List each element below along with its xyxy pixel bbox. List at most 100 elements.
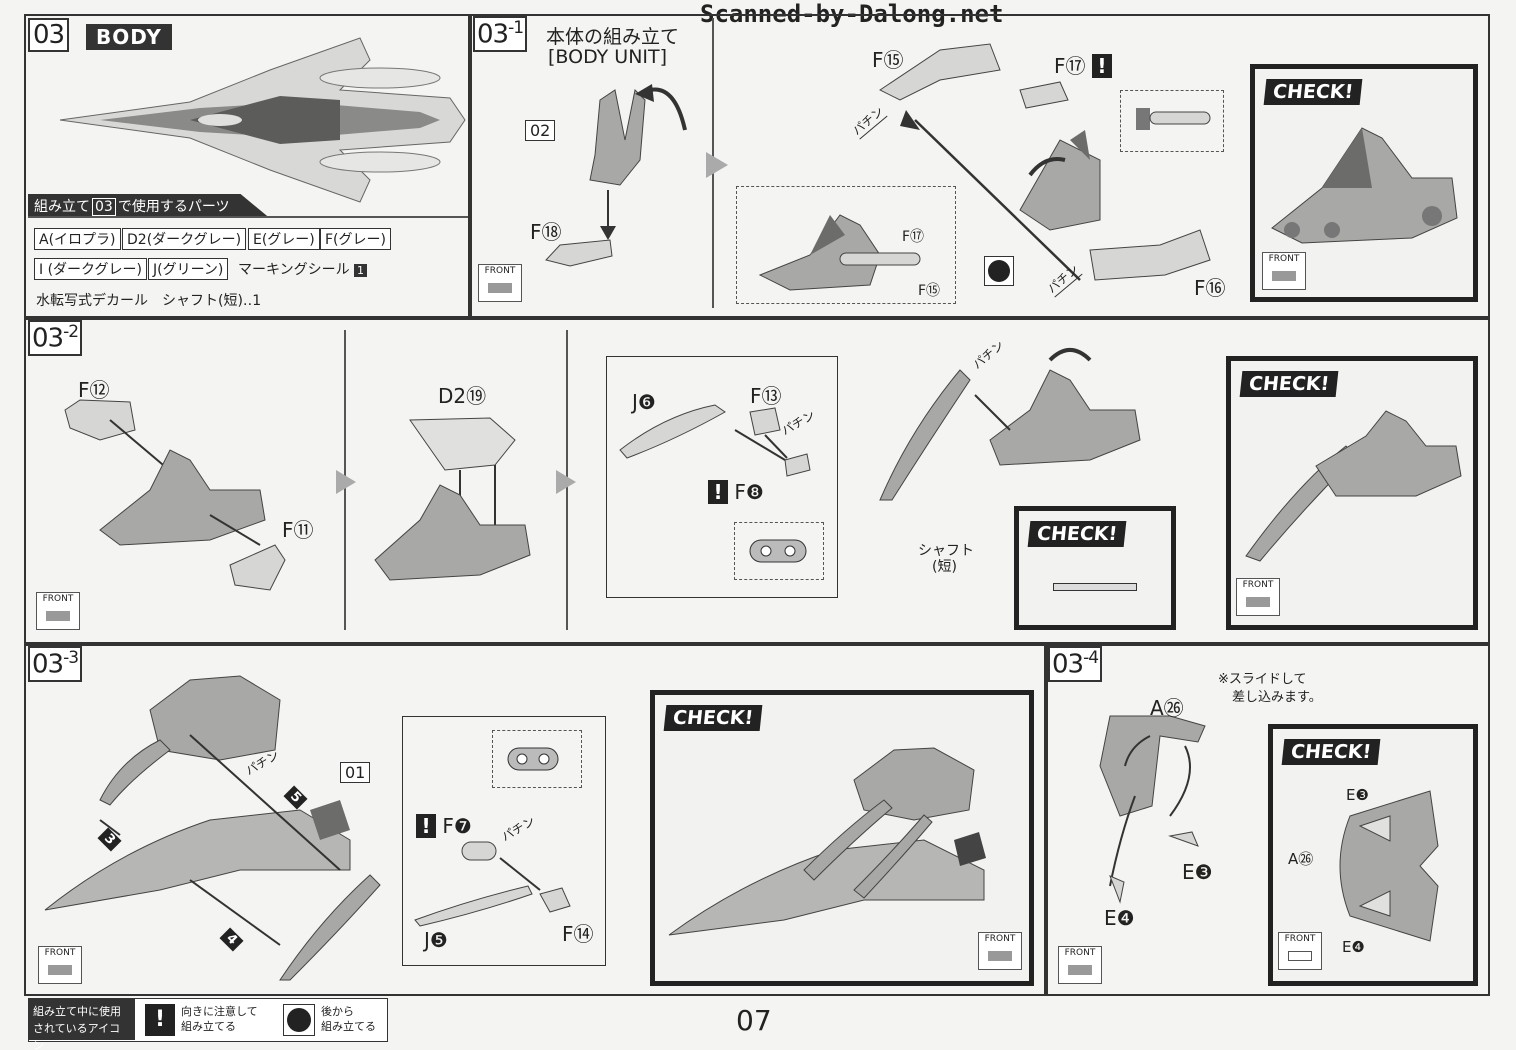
step-03-2-assembly-c: [879, 348, 1141, 501]
front-indicator: FRONT: [36, 592, 80, 630]
step-03-1-inset-shaft: [1120, 90, 1224, 152]
step-03-3-label-f7: ! F❼: [416, 814, 472, 838]
step-03-4-note-1: ※スライドして: [1218, 672, 1307, 687]
shaft-short-render: [1053, 583, 1137, 591]
part-runner-j: J(グリーン): [148, 258, 229, 280]
part-runner-a: A(イロプラ): [34, 228, 121, 250]
step-03-4-assembly: [1099, 715, 1206, 904]
step-03-3-label-f14: F⑭: [562, 922, 594, 946]
icon-legend: 組み立て中に使用 されているアイコン ! 向きに注意して 組み立てる 後から 組…: [28, 998, 388, 1050]
step-03-2-check-render: [1245, 410, 1462, 562]
step-03-1-title-en: [BODY UNIT]: [548, 46, 668, 68]
step-03-1-inset-detail: [736, 186, 956, 304]
part-runner-f: F(グレー): [320, 228, 391, 250]
direction-caution-icon: !: [416, 814, 436, 838]
section-number: 03: [28, 18, 70, 52]
step-03-1-check-render: [1271, 127, 1458, 244]
step-03-1-label-f16: F⑯: [1194, 276, 1226, 300]
step-03-3-assembly: [44, 675, 381, 981]
step-03-2-inset-parts: [619, 404, 811, 477]
step-03-1-panel: [470, 14, 1490, 318]
step-03-2-label-f13: F⑬: [750, 384, 782, 408]
jet-top-view: [59, 37, 466, 203]
step-03-4-check-a26: A㉖: [1288, 850, 1314, 868]
step-03-1-part-f18: [545, 190, 616, 267]
step-03-2-assembly-b: [374, 417, 531, 581]
step-03-2-inset: [606, 356, 838, 598]
part-runner-d2: D2(ダークグレー): [122, 228, 247, 250]
step-03-1-shaft-detail: [1136, 108, 1211, 130]
front-indicator: FRONT: [478, 264, 522, 302]
step-03-4-note-2: 差し込みます。: [1232, 690, 1322, 705]
step-arrow-right: [556, 470, 576, 494]
step-03-2-number: 03-2: [28, 320, 83, 356]
front-indicator: FRONT: [1058, 946, 1102, 984]
step-arrow-right: [336, 470, 356, 494]
step-03-3-check-render: [668, 747, 986, 936]
step-03-4-label-a26: A㉖: [1150, 696, 1184, 720]
step-03-4-panel: [1046, 644, 1490, 996]
step-03-2-shaft-short: (短): [932, 559, 957, 575]
step-03-2-assembly-a: [64, 399, 286, 591]
step-03-1-inset-assembly: [758, 214, 921, 291]
step-03-3-f7-detail: [492, 730, 582, 788]
step-03-4-number: 03-4: [1048, 646, 1103, 682]
front-indicator: FRONT: [1262, 252, 1306, 290]
page-number: 07: [736, 1004, 772, 1037]
step-03-1-label-f15: F⑮: [872, 48, 904, 72]
step-03-1-inset-label-f17: F⑰: [902, 229, 925, 245]
step-03-1-label-f18: F⑱: [530, 220, 562, 244]
legend-title: 組み立て中に使用 されているアイコン: [29, 999, 135, 1050]
assemble-later-icon: [984, 256, 1014, 286]
legend-caution-text: 向きに注意して 組み立てる: [181, 1005, 258, 1033]
step-03-1-part-02: [589, 84, 687, 186]
step-03-4-check-e4: E❹: [1342, 938, 1365, 956]
legend-later-text: 後から 組み立てる: [321, 1005, 376, 1033]
step-03-2-label-f12: F⑫: [78, 378, 110, 402]
step-03-2-f8-detail-shape: [749, 539, 807, 563]
step-03-2-label-f11: F⑪: [282, 518, 314, 542]
step-03-2-label-d2-19: D2⑲: [438, 384, 487, 408]
marking-sticker: マーキングシール 1: [238, 259, 368, 279]
parts-rule: [28, 216, 468, 218]
legend-caution-icon: !: [145, 1004, 175, 1036]
part-runner-e: E(グレー): [248, 228, 320, 250]
part-runner-i: I (ダークグレー): [34, 258, 147, 280]
step-03-3-label-01: 01: [340, 762, 371, 783]
decal-line: 水転写式デカール シャフト(短)‥1: [36, 293, 262, 309]
step-03-3-label-j5: J❺: [424, 928, 448, 952]
step-03-3-inset-parts: [414, 841, 571, 927]
step-03-3-f7-detail-shape: [507, 747, 559, 771]
step-03-1-label-02: 02: [525, 120, 556, 141]
front-indicator: FRONT: [1236, 578, 1280, 616]
step-03-2-shaft-label: シャフト: [918, 543, 974, 559]
step-03-1-number: 03-1: [473, 16, 528, 52]
direction-caution-icon: !: [708, 480, 728, 504]
step-03-2-f8-detail: [734, 522, 824, 580]
step-03-4-label-e3: E❸: [1182, 860, 1213, 884]
step-03-3-panel: [24, 644, 1046, 996]
step-03-2-label-j6: J❻: [632, 390, 656, 414]
step-03-3-inset: [402, 716, 606, 966]
body-panel: [24, 14, 470, 318]
front-indicator: FRONT: [38, 946, 82, 984]
step-03-2-panel: [24, 318, 1490, 644]
front-indicator: FRONT: [978, 932, 1022, 970]
section-title: BODY: [86, 24, 172, 50]
step-arrow-right: [706, 152, 728, 178]
step-03-1-inset-label-f15: F⑮: [918, 283, 941, 299]
step-03-4-check-render: [1339, 790, 1439, 942]
step-03-4-label-e4: E❹: [1104, 906, 1135, 930]
front-indicator: FRONT: [1278, 932, 1322, 970]
direction-caution-icon: !: [1091, 54, 1112, 78]
step-03-2-label-f8: ! F❽: [708, 480, 764, 504]
legend-later-icon: [283, 1004, 315, 1036]
step-03-2-shaft-check: CHECK!: [1014, 506, 1176, 630]
step-03-3-number: 03-3: [28, 646, 83, 682]
step-03-1-title-ja: 本体の組み立て: [546, 26, 680, 48]
step-03-1-label-f17: F⑰ !: [1054, 50, 1112, 79]
step-03-4-check-e3: E❸: [1346, 786, 1369, 804]
step-03-1-assembly: [879, 43, 1211, 281]
